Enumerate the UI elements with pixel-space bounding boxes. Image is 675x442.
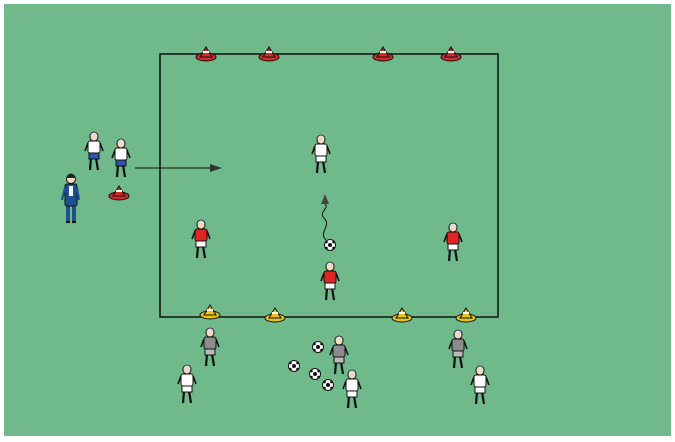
soccer-ball-icon xyxy=(289,361,300,372)
pitch-background xyxy=(4,4,671,436)
soccer-ball-icon xyxy=(323,380,334,391)
soccer-ball-icon xyxy=(325,240,336,251)
soccer-ball-icon xyxy=(313,342,324,353)
soccer-ball-icon xyxy=(310,369,321,380)
